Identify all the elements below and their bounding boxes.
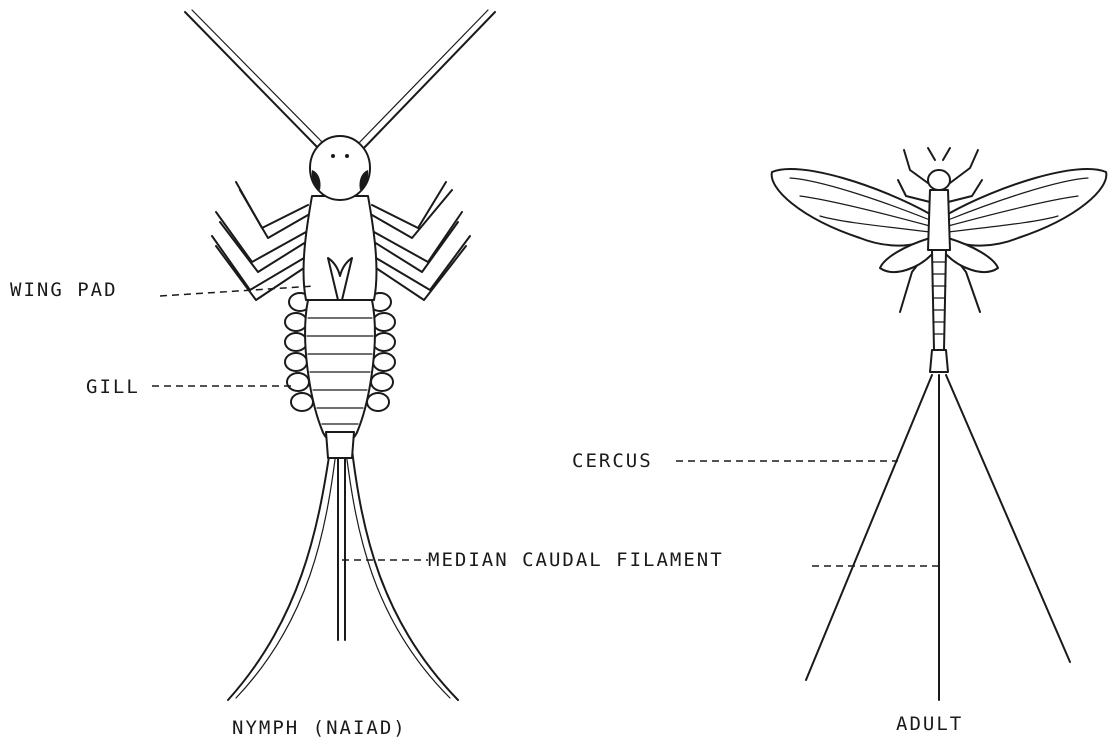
leader-lines	[152, 286, 938, 566]
label-gill: GILL	[86, 376, 140, 398]
label-wing-pad: WING PAD	[10, 279, 118, 301]
adult-body	[928, 170, 950, 372]
label-median-caudal-filament: MEDIAN CAUDAL FILAMENT	[428, 549, 724, 571]
adult-drawing	[772, 148, 1107, 700]
nymph-legs-right	[372, 182, 470, 300]
wing-pad-leader	[160, 286, 315, 296]
label-cercus: CERCUS	[572, 450, 653, 472]
caption-nymph: NYMPH (NAIAD)	[232, 717, 407, 739]
nymph-drawing	[185, 10, 495, 700]
nymph-tail	[228, 450, 458, 700]
nymph-antenna-right	[362, 12, 495, 150]
adult-tail	[806, 375, 1070, 700]
adult-wing-left	[772, 169, 930, 246]
adult-wing-right	[948, 169, 1106, 246]
nymph-antenna-left	[185, 12, 320, 150]
nymph-legs-left	[212, 182, 308, 300]
caption-adult: ADULT	[896, 713, 963, 735]
nymph-body	[304, 136, 377, 458]
